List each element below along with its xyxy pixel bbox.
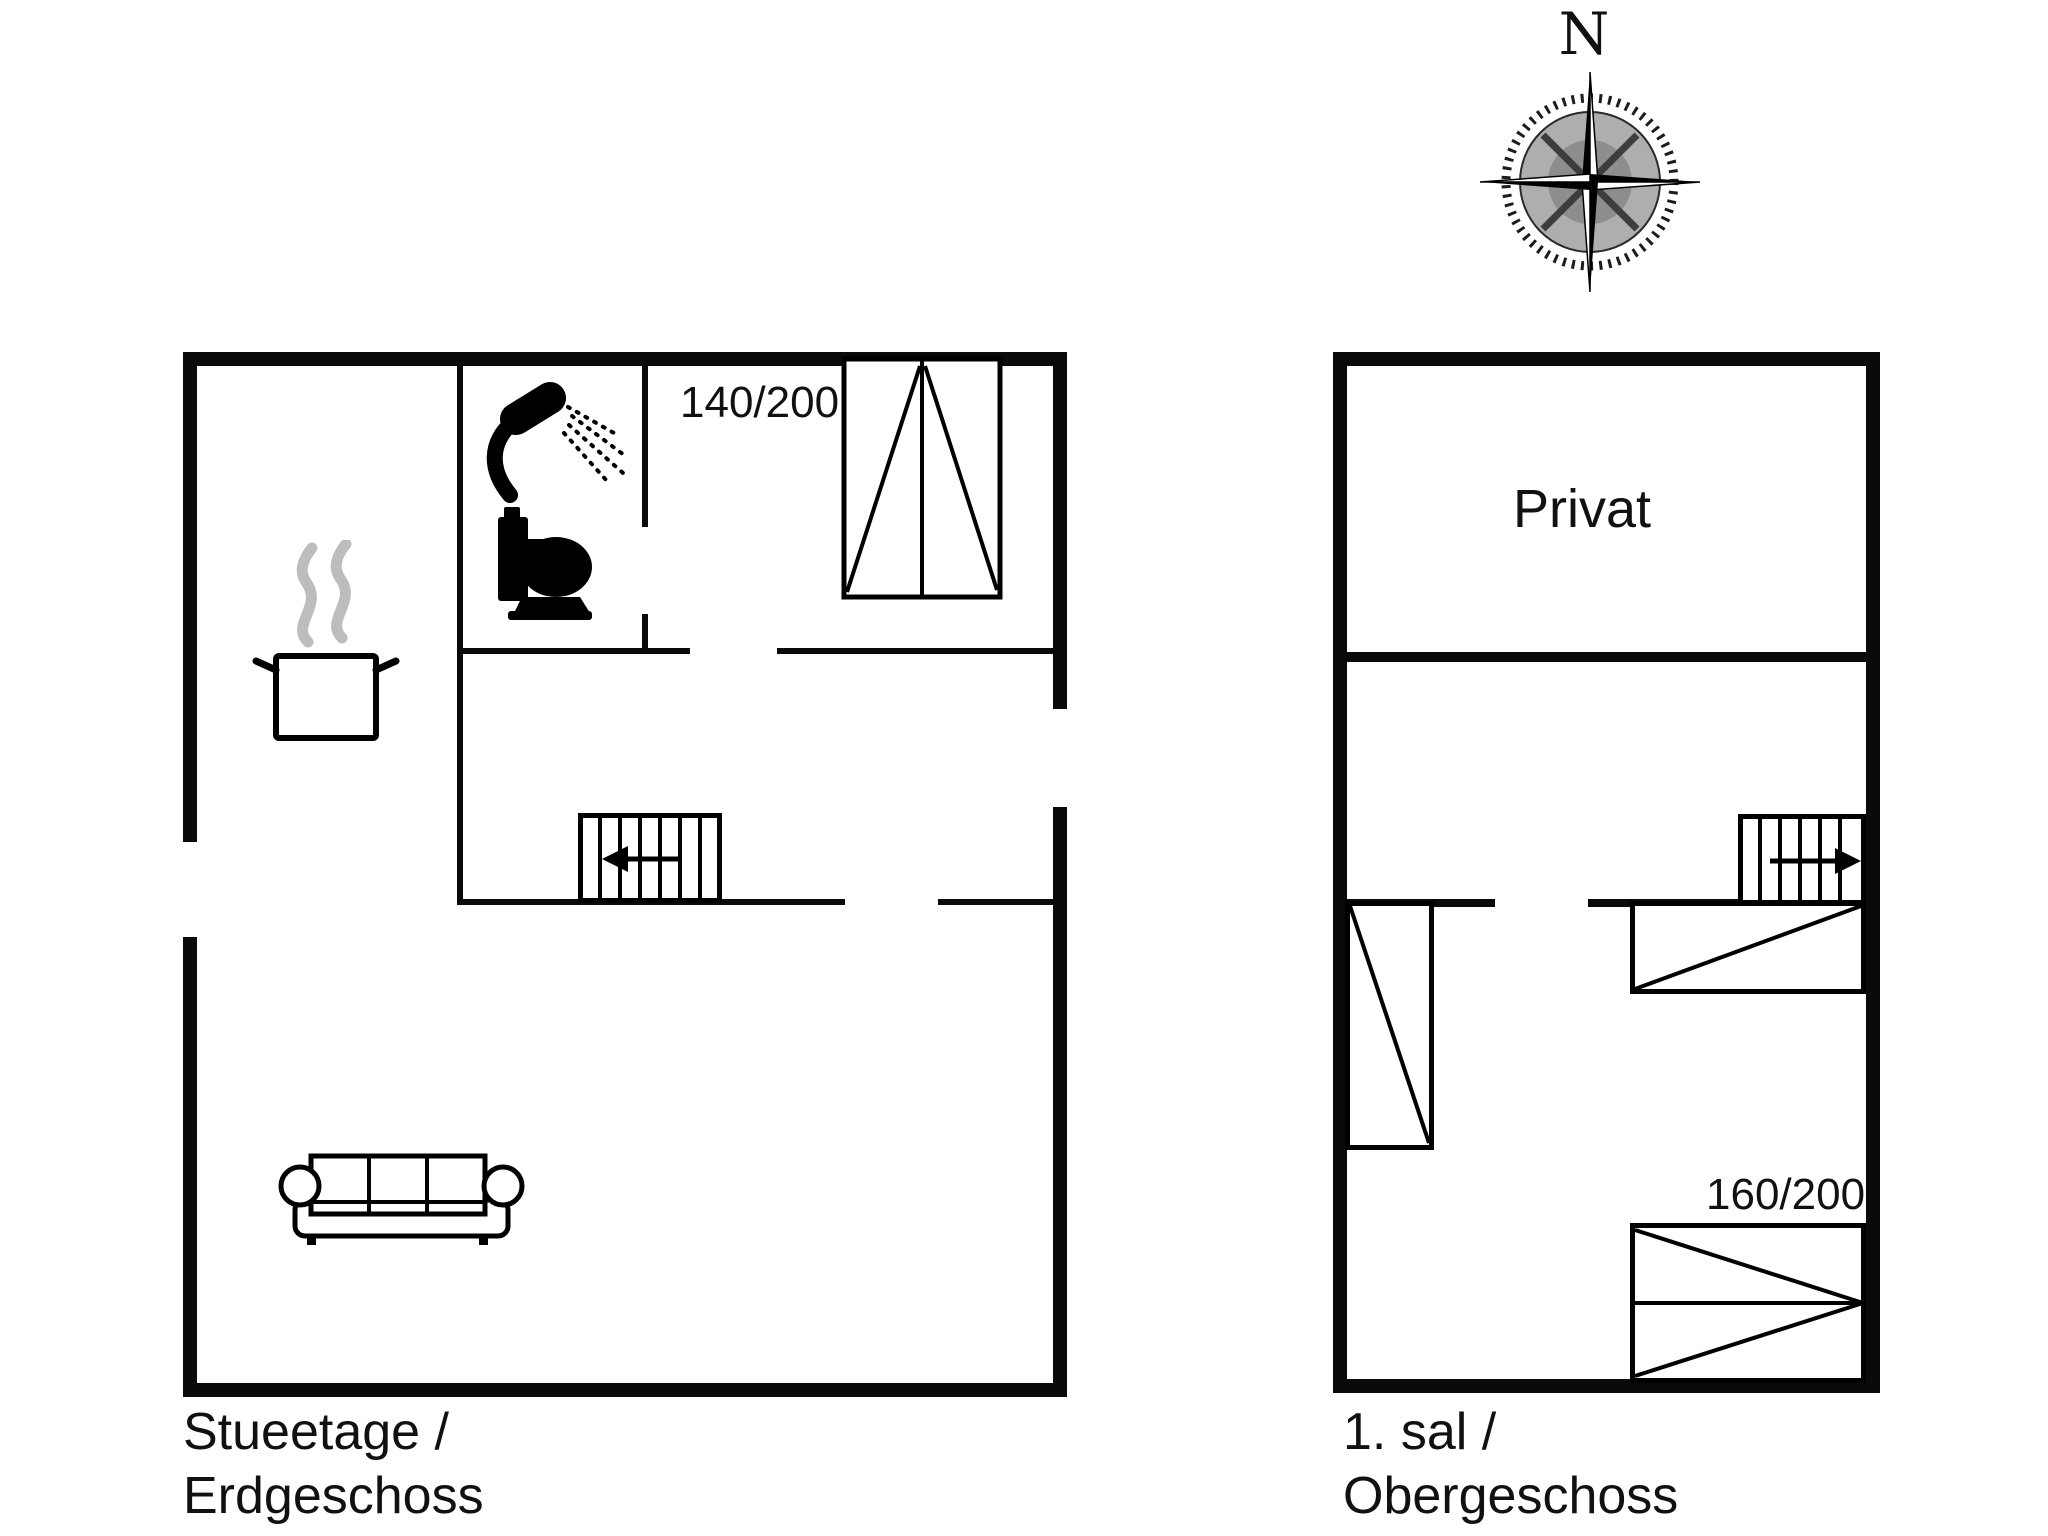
bathroom-wall-right	[642, 366, 648, 527]
sofa-icon	[278, 1153, 525, 1245]
ground-floor-caption: Stueetage / Erdgeschoss	[183, 1400, 484, 1528]
cooking-pot-icon	[252, 540, 400, 741]
staircase-icon	[1738, 814, 1866, 905]
caption-line: Stueetage /	[183, 1403, 449, 1461]
caption-line: Obergeschoss	[1343, 1467, 1679, 1525]
outer-wall-right	[1866, 352, 1880, 1393]
outer-wall-top	[1333, 352, 1880, 366]
outer-wall-left-lower	[183, 937, 197, 1397]
bed-icon	[1630, 901, 1866, 994]
compass-north-label: N	[1558, 0, 1610, 68]
outer-wall-right-upper	[1053, 352, 1067, 709]
staircase-icon	[578, 813, 722, 903]
outer-wall-bottom	[183, 1383, 1067, 1397]
bed-size-label: 140/200	[680, 378, 840, 427]
upper-floor-caption: 1. sal / Obergeschoss	[1343, 1400, 1678, 1528]
outer-wall-right-lower	[1053, 807, 1067, 1397]
steam-icon	[296, 540, 352, 648]
bathroom-wall-right-stub	[642, 614, 648, 654]
caption-line: 1. sal /	[1343, 1403, 1497, 1461]
outer-wall-left	[1333, 352, 1347, 1393]
bed-icon	[1345, 901, 1434, 1150]
caption-line: Erdgeschoss	[183, 1467, 484, 1525]
toilet-icon	[498, 507, 592, 620]
double-bed-icon	[841, 356, 1003, 600]
bed-size-label: 160/200	[1706, 1170, 1866, 1219]
privat-room-wall	[1347, 652, 1866, 662]
compass-rose-icon	[1479, 71, 1701, 293]
hall-wall-right	[938, 899, 1053, 905]
double-bed-icon	[1630, 1223, 1866, 1383]
bathroom-wall-left	[457, 366, 463, 905]
room-label: Privat	[1513, 479, 1652, 539]
outer-wall-left-upper	[183, 352, 197, 842]
room-divider-wall-left	[457, 648, 690, 654]
shower-icon	[486, 382, 626, 503]
room-divider-wall-right	[777, 648, 1053, 654]
